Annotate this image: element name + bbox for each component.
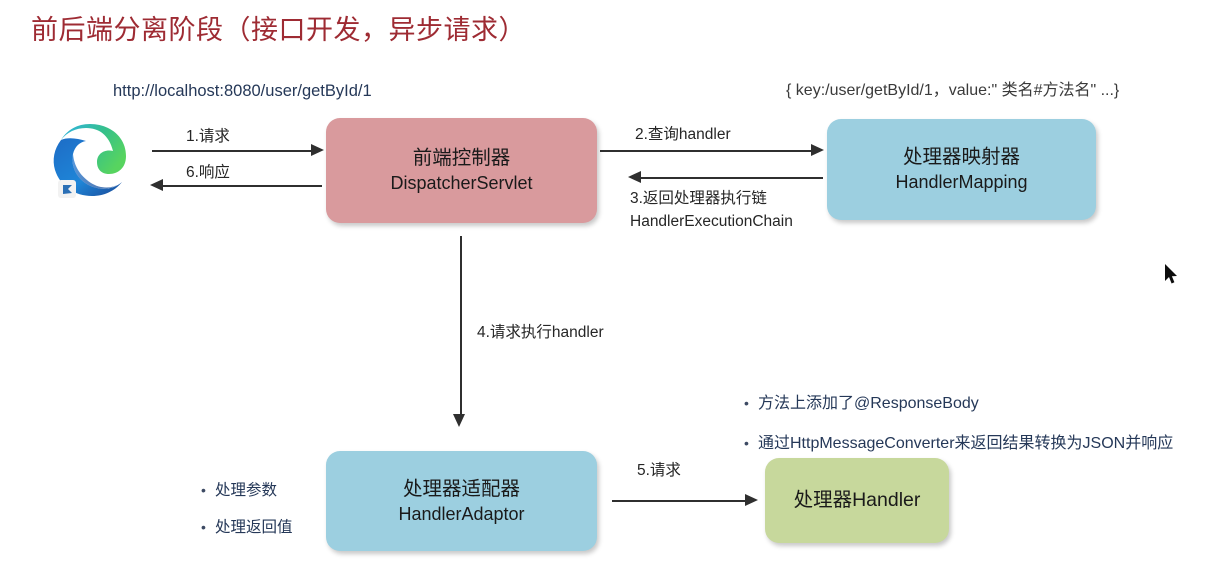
arrow-5-request-line bbox=[612, 500, 747, 502]
edge-label-request: 1.请求 bbox=[186, 128, 230, 145]
arrow-6-response-head bbox=[150, 179, 163, 191]
node-dispatcher-servlet[interactable]: 前端控制器 DispatcherServlet bbox=[326, 118, 597, 223]
adaptor-notes-list: • 处理参数 • 处理返回值 bbox=[201, 478, 293, 552]
arrow-6-response-line bbox=[162, 185, 322, 187]
page-title: 前后端分离阶段（接口开发，异步请求） bbox=[31, 15, 526, 45]
node-handler-adaptor[interactable]: 处理器适配器 HandlerAdaptor bbox=[326, 451, 597, 551]
edge-label-return-chain: 3.返回处理器执行链 bbox=[630, 190, 767, 207]
arrow-4-execute-handler-head bbox=[453, 414, 465, 427]
bullet-dot-icon: • bbox=[744, 395, 749, 411]
adaptor-note-2: 处理返回值 bbox=[215, 519, 293, 536]
arrow-3-return-chain-head bbox=[628, 171, 641, 183]
node-handler-label: 处理器Handler bbox=[793, 489, 921, 512]
node-handler-adaptor-en: HandlerAdaptor bbox=[398, 503, 525, 524]
list-item: • 处理返回值 bbox=[201, 515, 293, 537]
node-dispatcher-servlet-cn: 前端控制器 bbox=[412, 147, 511, 170]
mouse-cursor-icon bbox=[1164, 264, 1178, 285]
edge-label-request-5: 5.请求 bbox=[637, 462, 681, 479]
edge-label-query-handler: 2.查询handler bbox=[635, 126, 731, 143]
bullet-dot-icon: • bbox=[201, 519, 206, 535]
arrow-4-execute-handler-line bbox=[460, 236, 462, 416]
edge-label-execute-handler: 4.请求执行handler bbox=[477, 324, 604, 341]
arrow-1-request-head bbox=[311, 144, 324, 156]
bullet-dot-icon: • bbox=[201, 482, 206, 498]
list-item: • 通过HttpMessageConverter来返回结果转换为JSON并响应 bbox=[744, 429, 1173, 453]
node-handler-mapping[interactable]: 处理器映射器 HandlerMapping bbox=[827, 119, 1096, 220]
handler-note-2: 通过HttpMessageConverter来返回结果转换为JSON并响应 bbox=[758, 435, 1174, 452]
edge-browser-icon bbox=[46, 116, 134, 204]
node-handler-mapping-cn: 处理器映射器 bbox=[902, 146, 1020, 169]
arrow-2-query-handler-head bbox=[811, 144, 824, 156]
node-handler-mapping-en: HandlerMapping bbox=[895, 172, 1028, 193]
handler-mapping-kv-label: { key:/user/getById/1，value:" 类名#方法名" ..… bbox=[786, 82, 1120, 99]
arrow-3-return-chain-line bbox=[640, 177, 823, 179]
edge-label-chain-class: HandlerExecutionChain bbox=[630, 213, 793, 230]
list-item: • 处理参数 bbox=[201, 478, 293, 500]
node-dispatcher-servlet-en: DispatcherServlet bbox=[390, 173, 533, 194]
request-url-label: http://localhost:8080/user/getById/1 bbox=[113, 82, 372, 100]
bullet-dot-icon: • bbox=[744, 435, 749, 451]
edge-label-response: 6.响应 bbox=[186, 164, 230, 181]
arrow-2-query-handler-line bbox=[600, 150, 812, 152]
adaptor-note-1: 处理参数 bbox=[215, 482, 278, 499]
node-handler[interactable]: 处理器Handler bbox=[765, 458, 949, 543]
handler-note-1: 方法上添加了@ResponseBody bbox=[758, 395, 979, 412]
node-handler-adaptor-cn: 处理器适配器 bbox=[402, 477, 520, 500]
handler-notes-list: • 方法上添加了@ResponseBody • 通过HttpMessageCon… bbox=[744, 389, 1173, 469]
arrow-1-request-line bbox=[152, 150, 312, 152]
list-item: • 方法上添加了@ResponseBody bbox=[744, 389, 1173, 413]
arrow-5-request-head bbox=[745, 494, 758, 506]
